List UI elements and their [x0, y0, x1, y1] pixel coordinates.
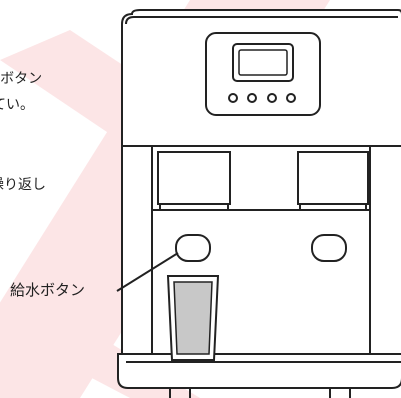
indicator-light — [228, 93, 238, 103]
dispense-recess — [151, 146, 371, 211]
instruction-text-line-3: 繰り返し — [0, 177, 46, 193]
instruction-text-line-2: てい。 — [0, 97, 34, 113]
indicator-light — [267, 93, 277, 103]
indicator-light — [247, 93, 257, 103]
water-dispense-button[interactable] — [175, 234, 211, 262]
cup-icon — [166, 275, 220, 361]
instruction-text-line-1: kボタン — [0, 71, 43, 87]
water-button-callout-label: 給水ボタン — [10, 281, 86, 299]
control-panel — [205, 32, 321, 116]
indicator-light — [286, 93, 296, 103]
secondary-dispense-button[interactable] — [311, 234, 347, 262]
callout-leader-line — [116, 252, 179, 292]
dispense-chamber — [151, 210, 371, 354]
